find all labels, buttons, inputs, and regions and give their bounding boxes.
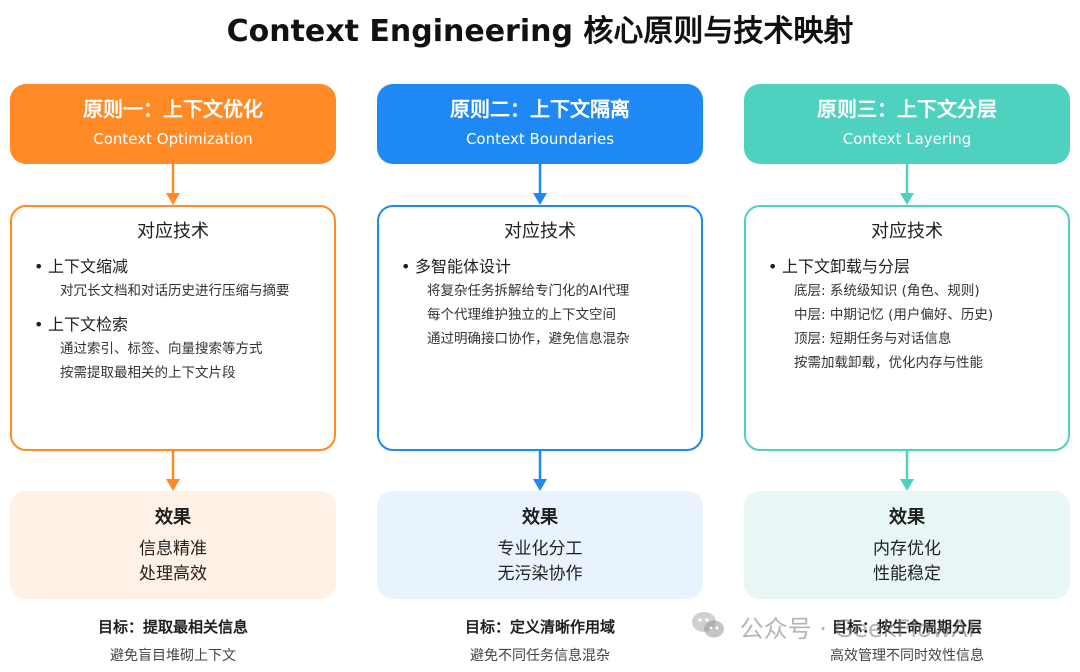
effect-heading: 效果 xyxy=(522,507,558,528)
effect-heading: 效果 xyxy=(889,507,925,528)
goal-text: 目标：提取最相关信息 xyxy=(97,618,248,636)
principle-column: 原则二：上下文隔离 Context Boundaries 对应技术 •多智能体设… xyxy=(377,0,703,672)
principle-header: 原则三：上下文分层 Context Layering xyxy=(744,84,1070,164)
tech-group-title: 多智能体设计 xyxy=(415,257,512,276)
arrow-down-icon xyxy=(530,451,550,491)
arrow-down-icon xyxy=(163,164,183,205)
watermark: 公众号 · GeekFlowAI xyxy=(690,610,1060,646)
tech-group-title: 上下文检索 xyxy=(48,315,129,334)
tech-heading: 对应技术 xyxy=(504,221,576,242)
tech-heading: 对应技术 xyxy=(871,221,943,242)
principle-subtitle: Context Layering xyxy=(842,130,972,148)
tech-detail-line: 按需加载卸载，优化内存与性能 xyxy=(794,355,983,371)
arrow-down-icon xyxy=(897,451,917,491)
tech-detail-line: 将复杂任务拆解给专门化的AI代理 xyxy=(427,283,630,299)
principle-header: 原则二：上下文隔离 Context Boundaries xyxy=(377,84,703,164)
tech-detail-line: 每个代理维护独立的上下文空间 xyxy=(427,307,616,323)
principle-title: 原则三：上下文分层 xyxy=(817,97,997,121)
tech-heading: 对应技术 xyxy=(137,221,209,242)
tech-box: 对应技术 •上下文卸载与分层 底层: 系统级知识 (角色、规则) 中层: 中期记忆… xyxy=(744,205,1070,451)
effect-heading: 效果 xyxy=(155,507,191,528)
goal-note: 高效管理不同时效性信息 xyxy=(830,648,984,664)
tech-group: •上下文缩减 对冗长文档和对话历史进行压缩与摘要 xyxy=(34,255,334,303)
tech-detail-line: 底层: 系统级知识 (角色、规则) xyxy=(794,283,980,299)
watermark-text: 公众号 · GeekFlowAI xyxy=(739,615,975,643)
tech-detail-line: 按需提取最相关的上下文片段 xyxy=(60,365,236,381)
arrow-down-icon xyxy=(163,451,183,491)
wechat-icon xyxy=(690,610,726,650)
principle-header: 原则一：上下文优化 Context Optimization xyxy=(10,84,336,164)
goal-note: 避免不同任务信息混杂 xyxy=(470,648,610,664)
effect-box: 效果 内存优化性能稳定 xyxy=(744,491,1070,599)
effect-line: 无污染协作 xyxy=(497,564,583,584)
principle-column: 原则一：上下文优化 Context Optimization 对应技术 •上下文… xyxy=(10,0,336,672)
tech-group: •多智能体设计 将复杂任务拆解给专门化的AI代理每个代理维护独立的上下文空间通过… xyxy=(401,255,701,351)
tech-group: •上下文检索 通过索引、标签、向量搜索等方式按需提取最相关的上下文片段 xyxy=(34,313,334,385)
effect-line: 性能稳定 xyxy=(873,564,941,584)
effect-line: 处理高效 xyxy=(139,564,207,584)
effect-line: 信息精准 xyxy=(139,539,207,559)
tech-group: •上下文卸载与分层 底层: 系统级知识 (角色、规则) 中层: 中期记忆 (用户偏… xyxy=(768,255,1068,375)
bullet-icon: • xyxy=(768,257,778,276)
bullet-icon: • xyxy=(401,257,411,276)
tech-box: 对应技术 •多智能体设计 将复杂任务拆解给专门化的AI代理每个代理维护独立的上下… xyxy=(377,205,703,451)
tech-detail-line: 通过索引、标签、向量搜索等方式 xyxy=(60,341,263,357)
tech-group-title: 上下文缩减 xyxy=(48,257,129,276)
principle-title: 原则一：上下文优化 xyxy=(83,97,263,121)
principle-subtitle: Context Boundaries xyxy=(465,130,615,148)
arrow-down-icon xyxy=(530,164,550,205)
bullet-icon: • xyxy=(34,315,44,334)
effect-line: 专业化分工 xyxy=(497,539,583,559)
tech-detail-line: 顶层: 短期任务与对话信息 xyxy=(794,331,952,347)
principle-title: 原则二：上下文隔离 xyxy=(450,97,630,121)
goal-text: 目标：按生命周期分层 xyxy=(831,618,982,636)
tech-detail-line: 中层: 中期记忆 (用户偏好、历史) xyxy=(794,307,994,323)
effect-box: 效果 专业化分工无污染协作 xyxy=(377,491,703,599)
effect-box: 效果 信息精准处理高效 xyxy=(10,491,336,599)
tech-box: 对应技术 •上下文缩减 对冗长文档和对话历史进行压缩与摘要 •上下文检索 通过索… xyxy=(10,205,336,451)
tech-group-title: 上下文卸载与分层 xyxy=(782,257,911,276)
goal-text: 目标：定义清晰作用域 xyxy=(464,618,615,636)
arrow-down-icon xyxy=(897,164,917,205)
page-title: Context Engineering 核心原则与技术映射 xyxy=(226,14,854,49)
principle-subtitle: Context Optimization xyxy=(93,130,253,148)
bullet-icon: • xyxy=(34,257,44,276)
principle-column: 原则三：上下文分层 Context Layering 对应技术 •上下文卸载与分… xyxy=(744,0,1070,672)
tech-detail-line: 对冗长文档和对话历史进行压缩与摘要 xyxy=(60,283,290,299)
tech-detail-line: 通过明确接口协作，避免信息混杂 xyxy=(427,331,630,347)
effect-line: 内存优化 xyxy=(873,539,941,559)
goal-note: 避免盲目堆砌上下文 xyxy=(110,648,236,664)
